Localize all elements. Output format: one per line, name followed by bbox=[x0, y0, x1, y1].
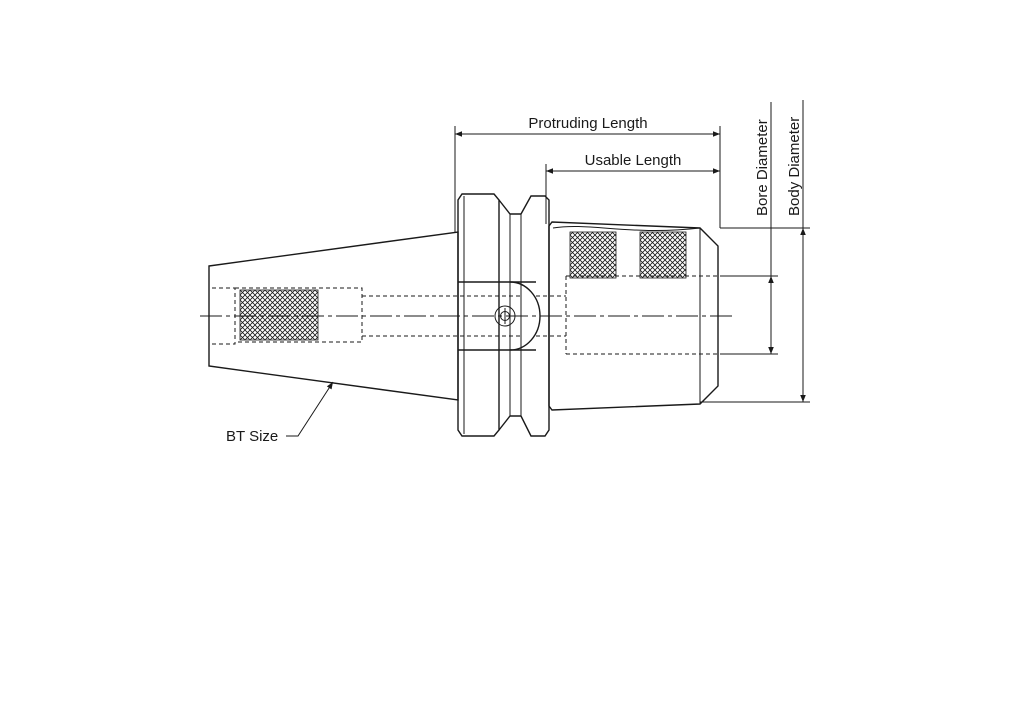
usable-length-dimension: Usable Length bbox=[545, 152, 720, 224]
body-diameter-label: Body Diameter bbox=[786, 117, 803, 216]
bore-diameter-label: Bore Diameter bbox=[754, 119, 771, 216]
usable-length-label: Usable Length bbox=[585, 152, 682, 169]
taper-thread bbox=[239, 289, 319, 341]
set-screw-2 bbox=[639, 231, 687, 279]
key-screw bbox=[494, 305, 516, 327]
flange bbox=[457, 193, 550, 437]
body-diameter-dimension: Body Diameter bbox=[700, 100, 810, 403]
bt-size-leader: BT Size bbox=[226, 381, 334, 445]
set-screw-1 bbox=[569, 231, 617, 279]
protruding-length-dimension: Protruding Length bbox=[454, 115, 721, 232]
bt-size-label: BT Size bbox=[226, 428, 278, 445]
taper-shank bbox=[208, 231, 460, 401]
bore-diameter-dimension: Bore Diameter bbox=[720, 102, 778, 355]
holder-body bbox=[536, 221, 720, 411]
protruding-length-label: Protruding Length bbox=[528, 115, 647, 132]
